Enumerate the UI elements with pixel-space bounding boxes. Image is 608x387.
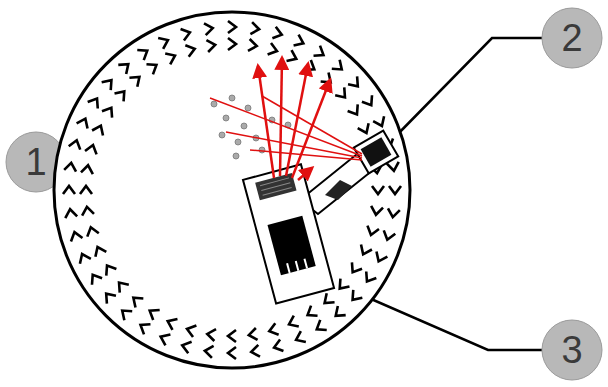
chevron xyxy=(80,186,92,194)
chevron xyxy=(387,208,400,218)
light-emitter xyxy=(354,131,398,174)
chevron xyxy=(228,38,236,50)
chevron xyxy=(348,76,362,90)
chevron xyxy=(181,340,192,354)
chevron xyxy=(204,22,214,35)
light-barrier xyxy=(325,180,352,200)
chevron xyxy=(370,206,383,216)
chevron xyxy=(389,186,401,194)
chevron xyxy=(137,46,150,60)
chevron xyxy=(88,272,102,285)
chevron xyxy=(248,328,258,341)
chevron xyxy=(348,290,362,304)
chevron xyxy=(92,123,106,135)
chevron xyxy=(335,279,349,293)
chevron xyxy=(287,50,299,64)
chevron xyxy=(362,272,376,285)
chevron xyxy=(268,43,279,57)
chevron xyxy=(88,95,102,108)
chevron xyxy=(248,39,258,52)
chevron xyxy=(332,60,346,74)
chevron xyxy=(387,162,400,172)
chevron xyxy=(294,35,306,49)
chevron xyxy=(272,340,283,354)
photo-receiver xyxy=(243,164,334,303)
chevron xyxy=(165,50,177,64)
chevron xyxy=(137,320,150,334)
chevron xyxy=(81,164,94,174)
chevron xyxy=(335,87,349,101)
chevron xyxy=(228,347,236,359)
chevron xyxy=(206,328,216,341)
chevron xyxy=(373,252,387,264)
chevron xyxy=(358,245,372,257)
chevron xyxy=(69,230,83,241)
chevron xyxy=(146,306,159,320)
chevron xyxy=(64,208,77,218)
chevron xyxy=(115,87,129,101)
chevron xyxy=(118,306,132,320)
chevron xyxy=(77,116,91,128)
chevron xyxy=(382,230,396,241)
chevron xyxy=(228,330,236,342)
chevron xyxy=(69,139,83,150)
chevron xyxy=(81,206,94,216)
chevron xyxy=(206,39,216,52)
chevron xyxy=(77,252,91,264)
chevron xyxy=(165,316,177,330)
chevron xyxy=(365,226,379,237)
callout-number: 1 xyxy=(6,132,66,192)
chevron xyxy=(185,43,196,57)
chevron xyxy=(158,35,170,49)
chevron xyxy=(348,262,362,275)
chevron xyxy=(321,293,335,307)
chevron xyxy=(348,104,362,117)
detector-housing xyxy=(54,12,410,368)
chevron xyxy=(102,104,116,117)
chevron xyxy=(102,76,116,90)
chevron xyxy=(185,323,196,337)
chevron xyxy=(115,279,129,293)
chevron xyxy=(250,345,260,358)
chevron xyxy=(129,73,143,87)
chevron xyxy=(250,22,260,35)
labyrinth-chevrons xyxy=(63,21,401,359)
chevron xyxy=(358,123,372,135)
chevron xyxy=(314,46,327,60)
callout-circles xyxy=(6,8,602,380)
chevron xyxy=(63,186,75,194)
chevron xyxy=(268,323,279,337)
chevron xyxy=(373,116,387,128)
chevron xyxy=(332,306,346,320)
chevron xyxy=(102,262,116,275)
chevron xyxy=(372,186,384,194)
chevron xyxy=(146,60,159,74)
chevron xyxy=(181,27,192,41)
chevron xyxy=(304,306,317,320)
chevron xyxy=(129,293,143,307)
light-rays xyxy=(210,58,362,180)
callout-number: 2 xyxy=(542,8,602,68)
chevron xyxy=(287,316,299,330)
chevron xyxy=(272,27,283,41)
chevron xyxy=(228,21,236,33)
chevron xyxy=(204,345,214,358)
chevron xyxy=(85,226,99,237)
chevron xyxy=(92,245,106,257)
chevron xyxy=(314,320,327,334)
chevron xyxy=(85,143,99,154)
chevron xyxy=(118,60,132,74)
chevron xyxy=(64,162,77,172)
chevron xyxy=(102,290,116,304)
chevron xyxy=(362,95,376,108)
callout-number: 3 xyxy=(542,320,602,380)
chevron xyxy=(158,331,170,345)
chevron xyxy=(294,331,306,345)
